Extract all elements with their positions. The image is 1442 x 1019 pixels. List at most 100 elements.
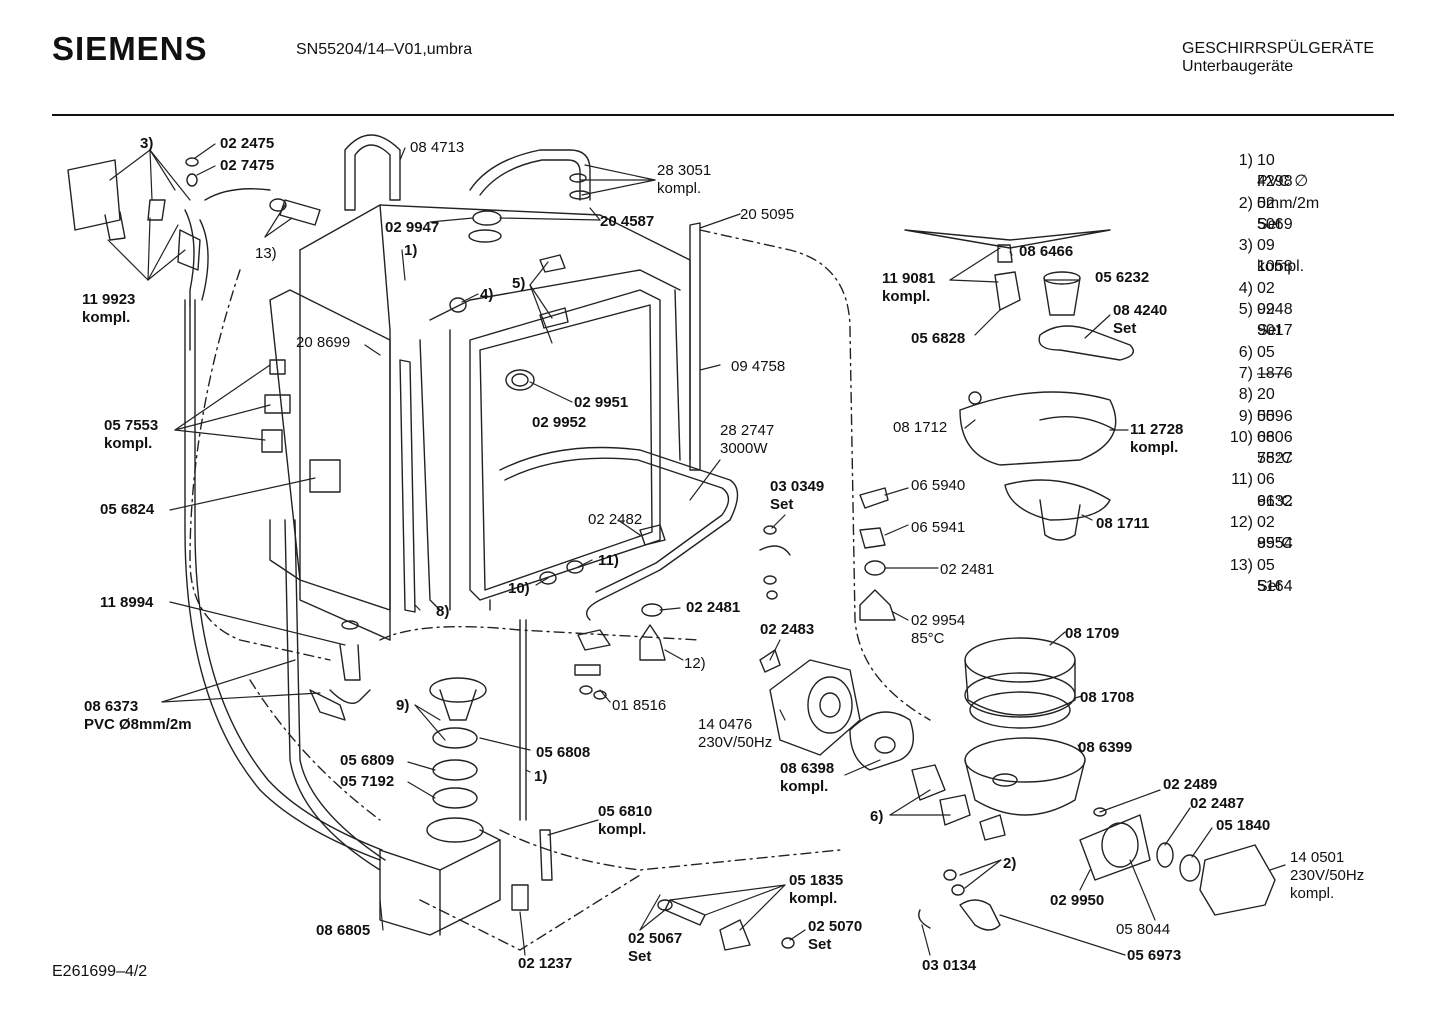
part-label-line: 02 5067 bbox=[628, 930, 683, 947]
legend-text: 09 1058 bbox=[1257, 237, 1293, 276]
legend-number: 6) bbox=[1238, 343, 1253, 361]
part-label: 02 7475 bbox=[220, 157, 274, 175]
part-label: 05 6809 bbox=[340, 752, 394, 770]
legend-number: 12) bbox=[1229, 514, 1253, 532]
part-label-line: 6) bbox=[870, 808, 884, 825]
part-label-line: Set bbox=[1113, 320, 1137, 337]
category-title: GESCHIRRSPÜLGERÄTE bbox=[1182, 40, 1375, 57]
tub-outline bbox=[189, 229, 931, 951]
model-number: SN55204/14–V01,umbra bbox=[296, 41, 473, 58]
part-label-line: kompl. bbox=[789, 890, 838, 907]
part-label-line: kompl. bbox=[104, 435, 153, 452]
part-label-line: 2) bbox=[1003, 855, 1017, 872]
part-label-line: 05 1840 bbox=[1216, 817, 1271, 834]
legend-text: Set bbox=[1257, 577, 1282, 595]
part-label: 02 2481 bbox=[686, 599, 740, 617]
control-panel bbox=[261, 289, 391, 611]
filter-rings bbox=[964, 637, 1086, 816]
part-label: 08 6399 bbox=[1078, 739, 1132, 757]
legend-number: 3) bbox=[1238, 237, 1253, 255]
legend-number: 8) bbox=[1238, 386, 1253, 404]
part-label-line: 11 2728 bbox=[1130, 421, 1184, 438]
legend-text: 55°C bbox=[1257, 450, 1293, 468]
part-label-line: 05 6808 bbox=[536, 744, 591, 761]
part-label: 01 8516 bbox=[612, 697, 666, 715]
part-label-line: 11 9923 bbox=[82, 291, 136, 308]
part-label: 02 2482 bbox=[588, 511, 642, 529]
part-label-line: 05 6824 bbox=[100, 501, 155, 518]
part-label-line: 20 4587 bbox=[600, 213, 655, 230]
part-label-line: 05 6809 bbox=[340, 752, 395, 769]
part-label-line: 08 4240 bbox=[1113, 302, 1168, 319]
part-label-line: 02 2475 bbox=[220, 135, 275, 152]
legend-text: 06 9132 bbox=[1257, 471, 1293, 510]
legend-text: 05 1876 bbox=[1257, 343, 1293, 382]
legend-text: 02 9017 bbox=[1257, 301, 1293, 340]
part-label-line: 08 4713 bbox=[410, 139, 465, 156]
part-label-line: 02 9950 bbox=[1050, 892, 1105, 909]
drain-hose bbox=[184, 299, 386, 871]
part-label-line: 14 0501 bbox=[1290, 849, 1345, 866]
part-label-line: Set bbox=[628, 948, 652, 965]
part-label-line: 06 5941 bbox=[911, 519, 966, 536]
part-label-line: kompl. bbox=[657, 180, 702, 197]
part-label: 02 1237 bbox=[518, 955, 572, 973]
part-label: 3) bbox=[140, 135, 153, 153]
spray-arm-and-filters bbox=[859, 229, 1134, 621]
heating-element bbox=[499, 446, 739, 621]
legend-number: 1) bbox=[1238, 152, 1253, 169]
part-label: 6) bbox=[870, 808, 883, 826]
part-label-line: 05 6828 bbox=[911, 330, 966, 347]
part-label-line: kompl. bbox=[882, 288, 931, 305]
part-label-line: 14 0476 bbox=[698, 716, 753, 733]
part-label-line: 3000W bbox=[720, 440, 768, 457]
part-label-line: 10) bbox=[508, 580, 530, 597]
legend-text: 66°C bbox=[1257, 492, 1293, 510]
part-label-line: 03 0349 bbox=[770, 478, 825, 495]
part-label-line: 11 8994 bbox=[100, 594, 154, 611]
part-label-line: 1) bbox=[534, 768, 548, 785]
circulation-pump bbox=[769, 659, 1006, 841]
part-label: 13) bbox=[255, 245, 277, 263]
part-label-line: 02 9954 bbox=[911, 612, 966, 629]
part-label-line: 08 1709 bbox=[1065, 625, 1120, 642]
legend-text: 02 9954 bbox=[1257, 514, 1293, 553]
part-label-line: 05 6810 bbox=[598, 803, 653, 820]
part-label-line: 02 2482 bbox=[588, 511, 643, 528]
part-label-line: 05 1835 bbox=[789, 872, 844, 889]
legend-number: 2) bbox=[1238, 194, 1253, 212]
part-label: 05 6232 bbox=[1095, 269, 1149, 287]
part-label-line: 09 4758 bbox=[731, 358, 786, 375]
part-label: 4) bbox=[480, 286, 493, 304]
part-label: 12) bbox=[684, 655, 706, 673]
part-label-line: 230V/50Hz bbox=[698, 734, 773, 751]
part-label-line: 85°C bbox=[911, 630, 945, 647]
part-label: 09 4758 bbox=[731, 358, 785, 376]
part-label-line: 02 2489 bbox=[1163, 776, 1218, 793]
part-label: 02 2489 bbox=[1163, 776, 1217, 794]
part-label: 02 2481 bbox=[940, 561, 994, 579]
part-label-line: 08 6466 bbox=[1019, 243, 1074, 260]
part-label: 06 5941 bbox=[911, 519, 965, 537]
drawing-code: E261699–4/2 bbox=[52, 963, 148, 980]
part-label: 20 5095 bbox=[740, 206, 794, 224]
part-label: 05 7192 bbox=[340, 773, 394, 791]
small-parts bbox=[449, 254, 795, 951]
part-label-line: kompl. bbox=[598, 821, 647, 838]
part-label: 05 6973 bbox=[1127, 947, 1181, 965]
part-label: 05 8044 bbox=[1116, 921, 1170, 939]
part-label: 05 6824 bbox=[100, 501, 154, 519]
part-label: 05 6828 bbox=[911, 330, 965, 348]
part-label-line: 05 7553 bbox=[104, 417, 159, 434]
part-label: 05 1840 bbox=[1216, 817, 1270, 835]
part-label-line: Set bbox=[808, 936, 832, 953]
part-label-line: 08 1711 bbox=[1096, 515, 1150, 532]
part-label: 08 1708 bbox=[1080, 689, 1134, 707]
legend-number: 7) bbox=[1238, 364, 1253, 382]
legend-number: 4) bbox=[1238, 279, 1253, 297]
